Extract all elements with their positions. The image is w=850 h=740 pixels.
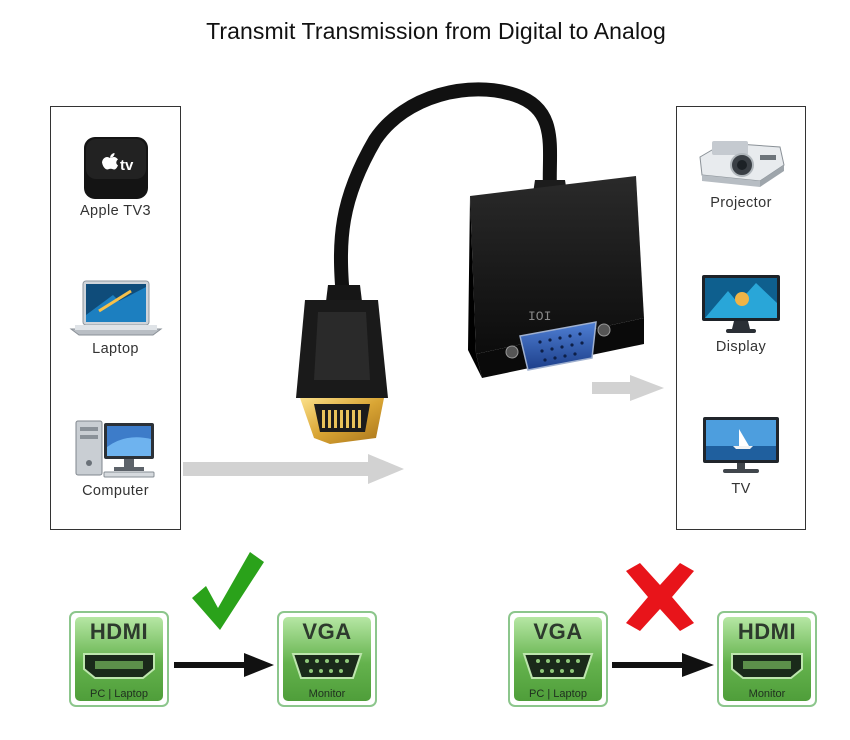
output-display: Display	[677, 273, 805, 355]
vga-port-symbol: IOI	[528, 309, 551, 324]
source-devices-panel: tv Apple TV3 Laptop Computer	[50, 106, 181, 530]
vga-source-card: VGA PC | Laptop	[508, 611, 608, 707]
compat-arrow-supported	[174, 653, 274, 677]
laptop-icon	[69, 280, 162, 336]
hdmi-source-card-head: HDMI	[89, 619, 149, 644]
source-apple-tv: tv Apple TV3	[51, 137, 180, 219]
output-tv: TV	[677, 415, 805, 497]
source-label-apple-tv: Apple TV3	[79, 203, 152, 219]
hdmi-source-card: HDMI PC | Laptop	[69, 611, 169, 707]
vga-source-card-head: VGA	[533, 619, 583, 644]
output-label-projector: Projector	[710, 195, 772, 211]
vga-port-icon	[291, 653, 363, 679]
output-label-tv: TV	[731, 481, 751, 497]
apple-tv-badge: tv	[120, 157, 134, 174]
adapter-cable	[333, 82, 558, 305]
hdmi-port-icon	[83, 653, 155, 679]
desktop-computer-icon	[75, 420, 154, 478]
hdmi-monitor-card: HDMI Monitor	[717, 611, 817, 707]
source-label-laptop: Laptop	[92, 341, 139, 357]
vga-adapter-box	[470, 176, 644, 354]
cross-mark-icon	[626, 563, 694, 631]
vga-monitor-card-head: VGA	[302, 619, 352, 644]
display-icon	[702, 275, 780, 333]
vga-source-card-foot: PC | Laptop	[529, 688, 587, 700]
hdmi-to-vga-adapter-icon: IOI	[183, 82, 664, 484]
hdmi-monitor-card-foot: Monitor	[748, 688, 786, 700]
hdmi-port-icon	[731, 653, 803, 679]
compat-arrow-not-supported	[612, 653, 714, 677]
vga-monitor-card: VGA Monitor	[277, 611, 377, 707]
vga-port-icon	[522, 653, 594, 679]
source-computer: Computer	[51, 417, 180, 499]
flow-arrow-out	[592, 375, 664, 401]
hdmi-monitor-card-head: HDMI	[737, 619, 797, 644]
vga-monitor-card-foot: Monitor	[308, 688, 346, 700]
output-label-display: Display	[715, 339, 767, 355]
tv-icon	[703, 417, 779, 473]
source-laptop: Laptop	[51, 279, 180, 357]
apple-tv-icon: tv	[83, 137, 148, 199]
check-mark-icon	[192, 552, 264, 630]
vga-port	[519, 321, 597, 371]
output-devices-panel: Projector Display TV	[676, 106, 806, 530]
projector-icon	[699, 141, 785, 187]
output-projector: Projector	[677, 135, 805, 211]
source-label-computer: Computer	[82, 483, 149, 499]
flow-arrow-in	[183, 454, 404, 484]
page-title: Transmit Transmission from Digital to An…	[206, 18, 666, 44]
hdmi-source-card-foot: PC | Laptop	[90, 688, 148, 700]
